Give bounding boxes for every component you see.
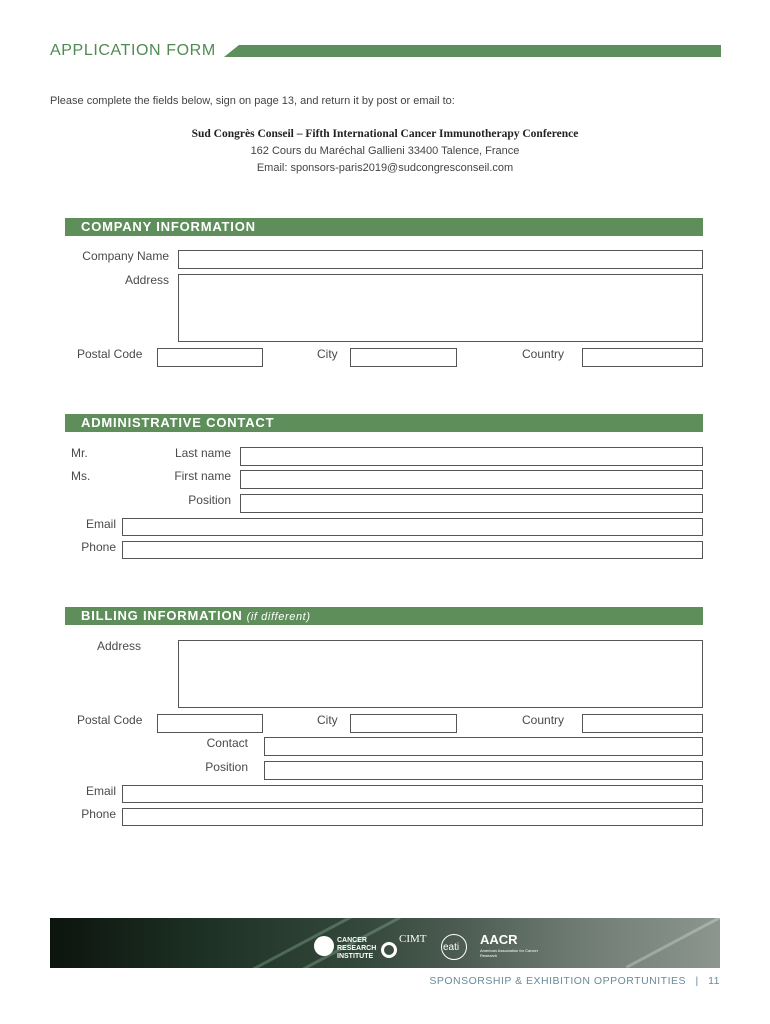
billing-city-label: City <box>317 713 338 727</box>
cri-logo-icon <box>314 936 334 956</box>
billing-address-label: Address <box>96 639 141 653</box>
cimt-logo-icon <box>381 942 397 958</box>
admin-mr-label[interactable]: Mr. <box>71 446 88 460</box>
billing-city-field[interactable] <box>350 714 457 733</box>
company-name-field[interactable] <box>178 250 703 269</box>
section-admin-header: ADMINISTRATIVE CONTACT <box>65 414 703 432</box>
section-admin-title: ADMINISTRATIVE CONTACT <box>81 415 275 430</box>
section-billing-title: BILLING INFORMATION <box>81 608 243 623</box>
aacr-logo-subtext: American Association for Cancer Research <box>480 948 539 958</box>
title-divider-bar <box>224 45 721 57</box>
admin-email-field[interactable] <box>122 518 703 536</box>
eati-logo-icon <box>441 934 467 960</box>
billing-country-label: Country <box>522 713 565 727</box>
company-postal-code-label: Postal Code <box>77 347 143 361</box>
company-country-field[interactable] <box>582 348 703 367</box>
company-address-field[interactable] <box>178 274 703 342</box>
billing-phone-label: Phone <box>81 807 116 821</box>
admin-ms-label[interactable]: Ms. <box>71 469 91 483</box>
company-city-label: City <box>317 347 338 361</box>
billing-postal-code-label: Postal Code <box>77 713 143 727</box>
admin-last-name-label: Last name <box>174 446 231 460</box>
admin-phone-label: Phone <box>81 540 116 554</box>
footer-text: SPONSORSHIP & EXHIBITION OPPORTUNITIES |… <box>380 975 720 987</box>
admin-position-label: Position <box>188 493 231 507</box>
billing-address-field[interactable] <box>178 640 703 708</box>
billing-position-label: Position <box>205 760 248 774</box>
billing-email-label: Email <box>85 784 116 798</box>
cri-logo-text: CANCER RESEARCH INSTITUTE <box>337 937 377 960</box>
cimt-logo-text: CIMT <box>399 933 427 945</box>
footer-separator: | <box>695 975 699 987</box>
intro-text: Please complete the fields below, sign o… <box>50 95 455 107</box>
company-postal-code-field[interactable] <box>157 348 263 367</box>
company-name-label: Company Name <box>82 249 169 263</box>
company-country-label: Country <box>522 347 565 361</box>
recipient-email: Email: sponsors-paris2019@sudcongrescons… <box>256 162 514 174</box>
billing-phone-field[interactable] <box>122 808 703 826</box>
billing-contact-label: Contact <box>206 736 248 750</box>
section-billing-header: BILLING INFORMATION(if different) <box>65 607 703 625</box>
billing-country-field[interactable] <box>582 714 703 733</box>
section-company-title: COMPANY INFORMATION <box>81 219 256 234</box>
admin-position-field[interactable] <box>240 494 703 513</box>
company-city-field[interactable] <box>350 348 457 367</box>
billing-position-field[interactable] <box>264 761 703 780</box>
admin-first-name-field[interactable] <box>240 470 703 489</box>
recipient-street: 162 Cours du Maréchal Gallieni 33400 Tal… <box>250 145 520 157</box>
admin-last-name-field[interactable] <box>240 447 703 466</box>
aacr-logo-text: AACR <box>480 932 518 947</box>
billing-contact-field[interactable] <box>264 737 703 756</box>
admin-email-label: Email <box>85 517 116 531</box>
footer-banner-image: CANCER RESEARCH INSTITUTE CIMT eati AACR… <box>50 918 720 968</box>
company-address-label: Address <box>124 273 169 287</box>
recipient-org: Sud Congrès Conseil – Fifth Internationa… <box>191 128 579 140</box>
page-number: 11 <box>708 975 720 987</box>
billing-email-field[interactable] <box>122 785 703 803</box>
admin-first-name-label: First name <box>174 469 231 483</box>
section-company-header: COMPANY INFORMATION <box>65 218 703 236</box>
footer-label: SPONSORSHIP & EXHIBITION OPPORTUNITIES <box>429 975 687 987</box>
section-billing-subtitle: (if different) <box>246 611 311 623</box>
billing-postal-code-field[interactable] <box>157 714 263 733</box>
page-title: APPLICATION FORM <box>50 42 216 59</box>
eati-logo-text: eati <box>443 942 460 953</box>
admin-phone-field[interactable] <box>122 541 703 559</box>
